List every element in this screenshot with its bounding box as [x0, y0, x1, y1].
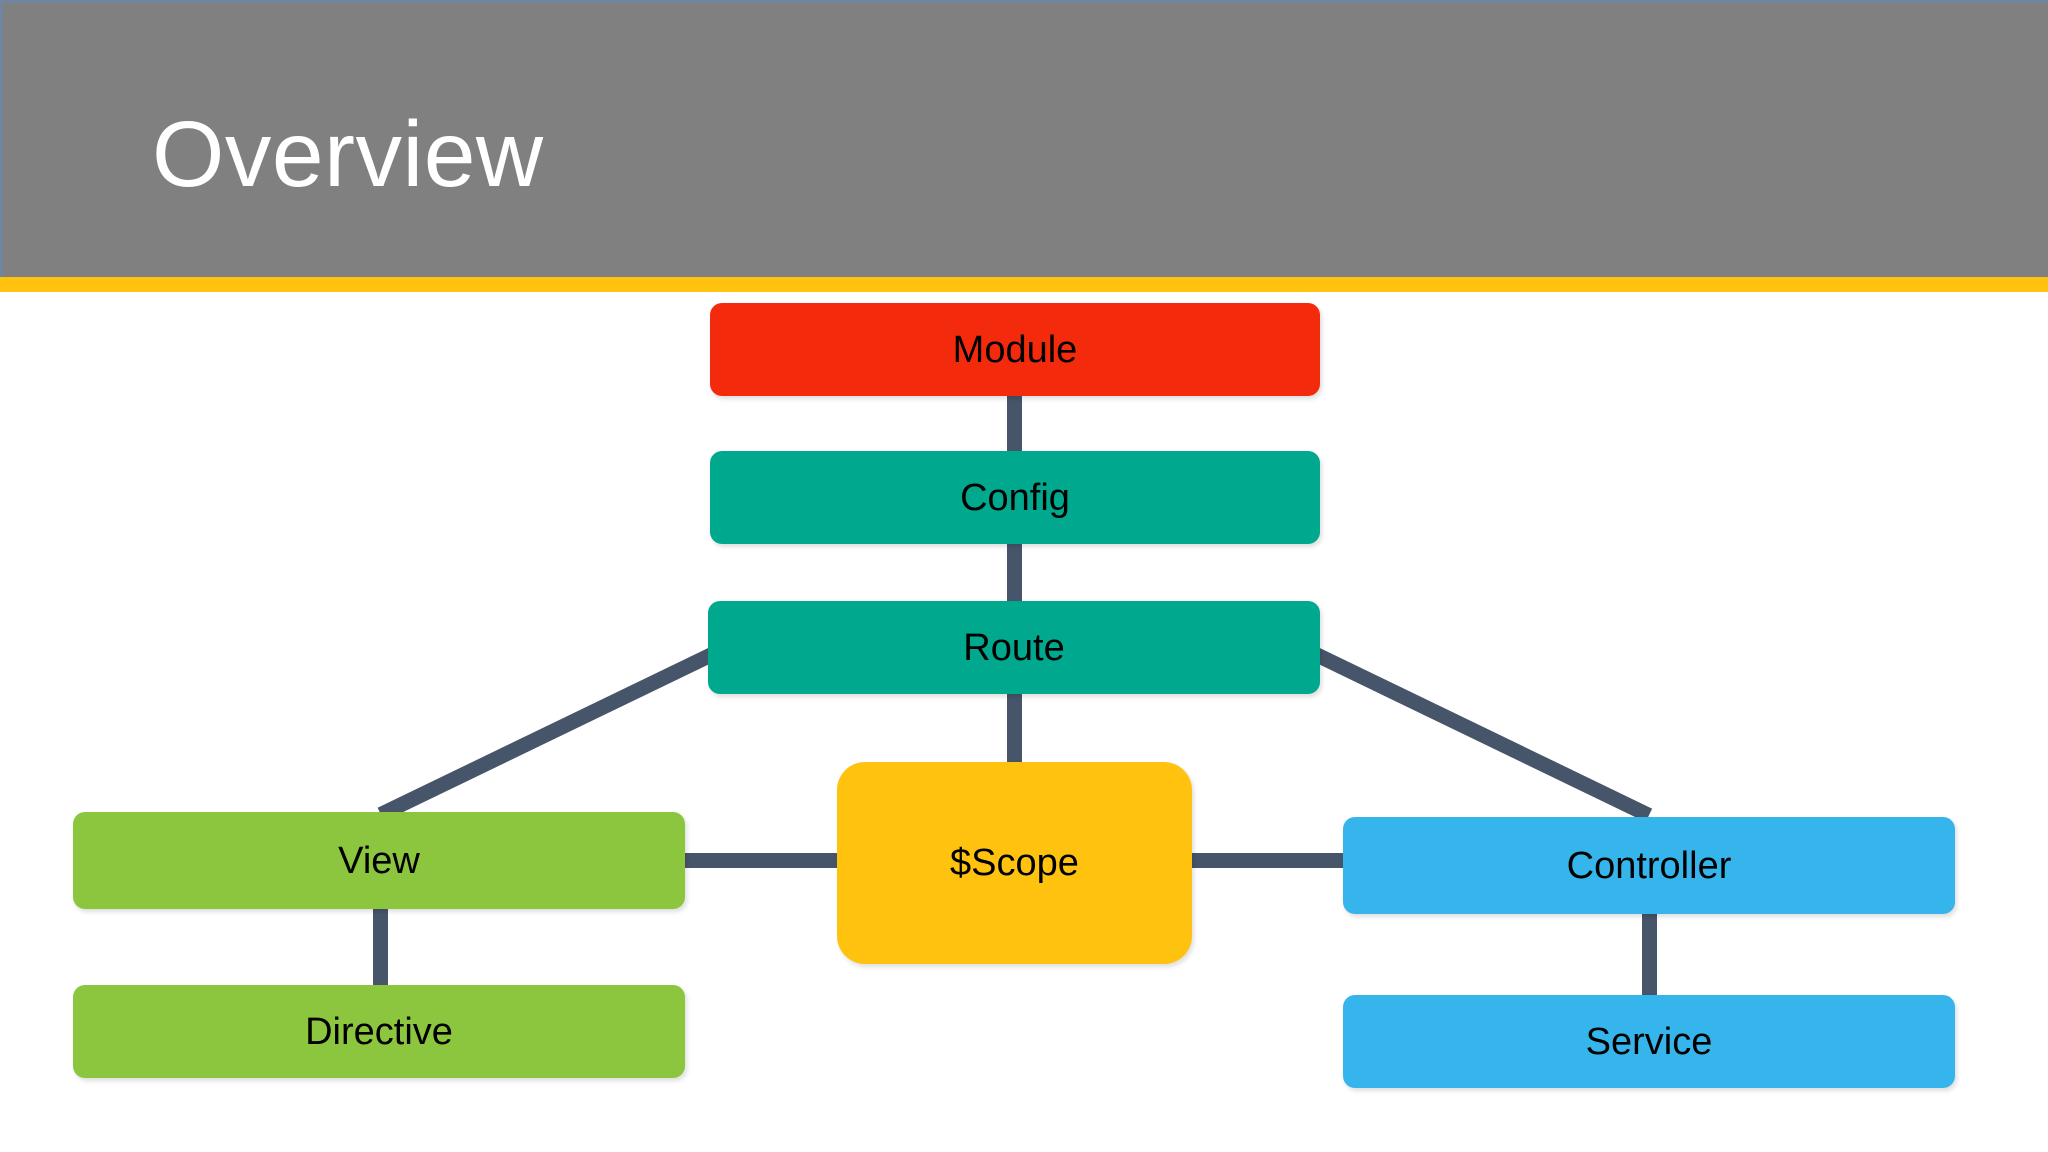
node-directive[interactable]: Directive	[73, 985, 685, 1078]
header-accent-bar	[0, 277, 2048, 292]
node-scope[interactable]: $Scope	[837, 762, 1192, 964]
header-banner	[0, 0, 2048, 277]
node-controller[interactable]: Controller	[1343, 817, 1955, 914]
node-scope-label: $Scope	[950, 842, 1079, 884]
edge-route-scope	[1007, 690, 1022, 766]
edge-view-scope	[681, 853, 843, 868]
edge-controller-service	[1642, 909, 1657, 1000]
edge-scope-controller	[1186, 853, 1348, 868]
edge-route-controller	[1310, 646, 1653, 823]
node-route[interactable]: Route	[708, 601, 1320, 694]
page-title: Overview	[152, 102, 544, 206]
node-service-label: Service	[1585, 1020, 1713, 1063]
edge-config-route	[1007, 540, 1022, 605]
edge-module-config	[1007, 392, 1022, 455]
edge-view-directive	[373, 904, 388, 990]
node-route-label: Route	[963, 626, 1065, 669]
node-config[interactable]: Config	[710, 451, 1320, 544]
node-config-label: Config	[960, 476, 1070, 519]
node-directive-label: Directive	[305, 1010, 453, 1053]
node-view-label: View	[338, 839, 420, 882]
node-view[interactable]: View	[73, 812, 685, 909]
edge-route-view	[377, 646, 718, 822]
node-module[interactable]: Module	[710, 303, 1320, 396]
node-service[interactable]: Service	[1343, 995, 1955, 1088]
node-module-label: Module	[952, 328, 1078, 371]
node-controller-label: Controller	[1566, 844, 1732, 887]
